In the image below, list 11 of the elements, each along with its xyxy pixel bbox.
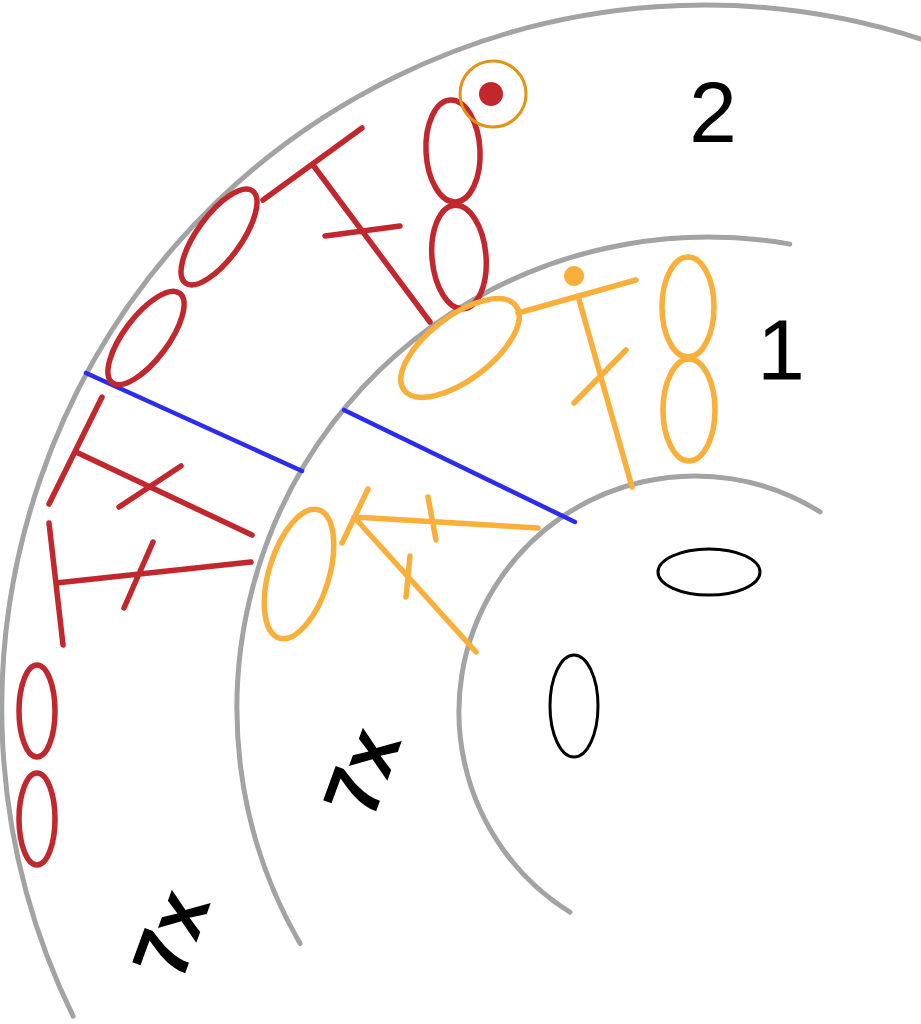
band-number: 2	[693, 82, 733, 142]
multiplier-label: 7x	[323, 727, 402, 812]
oval	[16, 770, 58, 868]
oval	[660, 356, 718, 464]
oval	[16, 662, 58, 760]
oval	[659, 254, 717, 360]
multiplier-label: 7x	[132, 889, 211, 974]
oval	[548, 653, 600, 759]
oval	[656, 547, 762, 597]
oval	[423, 97, 483, 205]
band-number: 1	[763, 320, 801, 380]
